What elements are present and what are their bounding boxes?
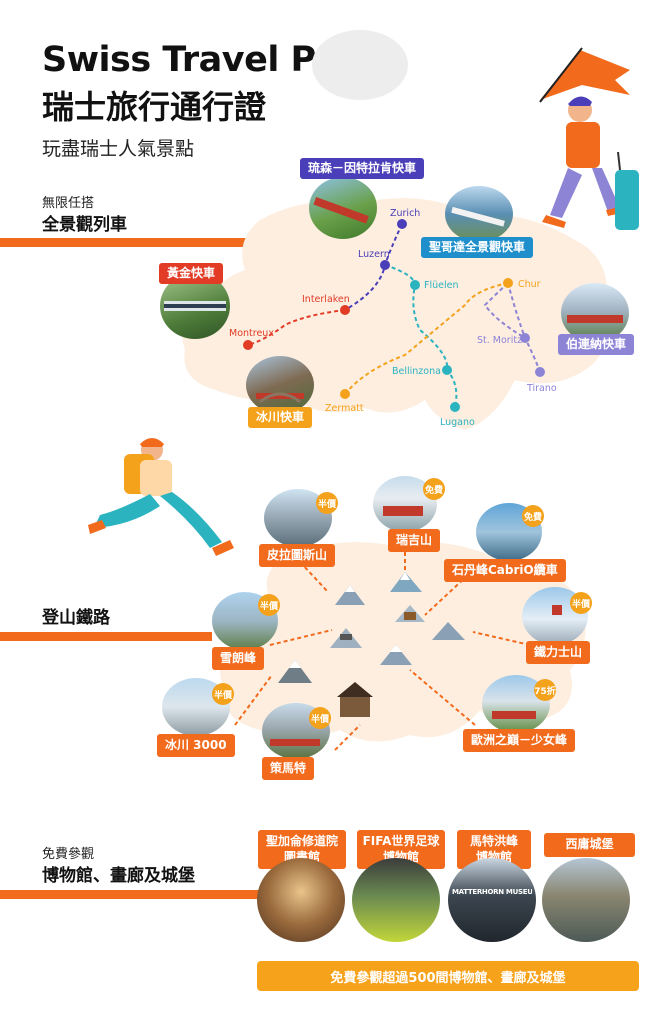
- node-zurich: [397, 219, 407, 229]
- city-lugano: Lugano: [440, 417, 475, 428]
- mountain-icon-glacier3000: [278, 660, 312, 683]
- museums-kicker: 免費參觀: [42, 847, 95, 862]
- badge-schilthorn: 半價: [258, 594, 280, 616]
- city-montreux: Montreux: [229, 328, 274, 339]
- label-goldenpass-express: 黃金快車: [159, 263, 224, 284]
- node-flueelen: [410, 280, 420, 290]
- label-pilatus: 皮拉圖斯山: [259, 544, 336, 567]
- node-luzern: [380, 260, 390, 270]
- badge-titlis: 半價: [570, 592, 592, 614]
- label-glacier-express: 冰川快車: [248, 407, 313, 428]
- matterhorn-museum-sign: MATTERHORN MUSEUM: [452, 888, 532, 896]
- city-luzern: Luzern: [358, 249, 390, 260]
- mountain-icon-stanserhorn: [395, 605, 425, 622]
- mountains-section-bar: [0, 632, 212, 641]
- museums-section-bar: [0, 890, 260, 899]
- title-chinese: 瑞士旅行通行證: [42, 88, 267, 126]
- badge-rigi: 免費: [423, 478, 445, 500]
- label-rigi: 瑞吉山: [388, 529, 441, 552]
- mountain-icon-zermatt: [337, 682, 373, 717]
- mountain-icon-pilatus: [335, 585, 365, 605]
- city-st-moritz: St. Moritz: [477, 335, 523, 346]
- museums-section-title: 博物館、畫廊及城堡: [42, 866, 195, 886]
- label-schilthorn: 雪朗峰: [212, 647, 265, 670]
- hiker-with-flag-illustration: [539, 47, 639, 230]
- node-montreux: [243, 340, 253, 350]
- city-flueelen: Flüelen: [424, 280, 459, 291]
- trains-kicker: 無限任搭: [42, 196, 95, 211]
- label-glacier-3000: 冰川 3000: [157, 734, 235, 757]
- mountain-icon-titlis: [432, 622, 465, 640]
- hiker-illustration: [88, 438, 234, 556]
- node-bellinzona: [442, 365, 452, 375]
- mountain-icon-rigi: [390, 572, 422, 592]
- city-zurich: Zurich: [390, 208, 421, 219]
- badge-glacier-3000: 半價: [212, 683, 234, 705]
- photo-gotthard-panorama-express: [445, 186, 513, 242]
- trains-section-title: 全景觀列車: [42, 215, 127, 235]
- label-jungfraujoch: 歐洲之巔－少女峰: [463, 729, 576, 752]
- node-tirano: [535, 367, 545, 377]
- badge-pilatus: 半價: [316, 492, 338, 514]
- label-gotthard-panorama-express: 聖哥達全景觀快車: [421, 237, 534, 258]
- photo-luzern-interlaken-express: [309, 177, 377, 239]
- label-stanserhorn-cabrio: 石丹峰CabriO纜車: [444, 559, 566, 582]
- photo-matterhorn-museum: MATTERHORN MUSEUM: [448, 858, 536, 942]
- node-interlaken: [340, 305, 350, 315]
- photo-glacier-express: [246, 356, 314, 414]
- mountain-icon-schilthorn: [330, 628, 362, 648]
- trains-section-bar: [0, 238, 278, 247]
- free-museums-note: 免費參觀超過500間博物館、畫廊及城堡: [257, 961, 639, 991]
- label-luzern-interlaken-express: 琉森－因特拉肯快車: [300, 158, 425, 179]
- photo-chillon-castle: [542, 858, 630, 942]
- label-chillon-castle: 西庸城堡: [544, 833, 635, 857]
- city-chur: Chur: [518, 279, 541, 290]
- mountains-section-title: 登山鐵路: [42, 608, 110, 628]
- badge-jungfraujoch: 75折: [534, 679, 556, 701]
- node-st-moritz: [520, 333, 530, 343]
- city-bellinzona: Bellinzona: [392, 366, 441, 377]
- label-bernina-express: 伯連納快車: [558, 334, 635, 355]
- header-blob-decoration: [312, 30, 408, 100]
- node-lugano: [450, 402, 460, 412]
- mountain-icon-jungfrau: [380, 645, 412, 665]
- node-chur: [503, 278, 513, 288]
- city-interlaken: Interlaken: [302, 294, 350, 305]
- photo-goldenpass-express: [160, 273, 230, 339]
- badge-zermatt: 半價: [309, 707, 331, 729]
- node-zermatt: [340, 389, 350, 399]
- label-titlis: 鐵力士山: [526, 641, 591, 664]
- label-zermatt: 策馬特: [262, 757, 315, 780]
- subtitle: 玩盡瑞士人氣景點: [42, 138, 195, 160]
- badge-stanserhorn-cabrio: 免費: [522, 505, 544, 527]
- city-zermatt: Zermatt: [325, 403, 364, 414]
- photo-bernina-express: [561, 283, 629, 343]
- photo-fifa-museum: [352, 858, 440, 942]
- city-tirano: Tirano: [527, 383, 557, 394]
- photo-abbey-library-st-gallen: [257, 858, 345, 942]
